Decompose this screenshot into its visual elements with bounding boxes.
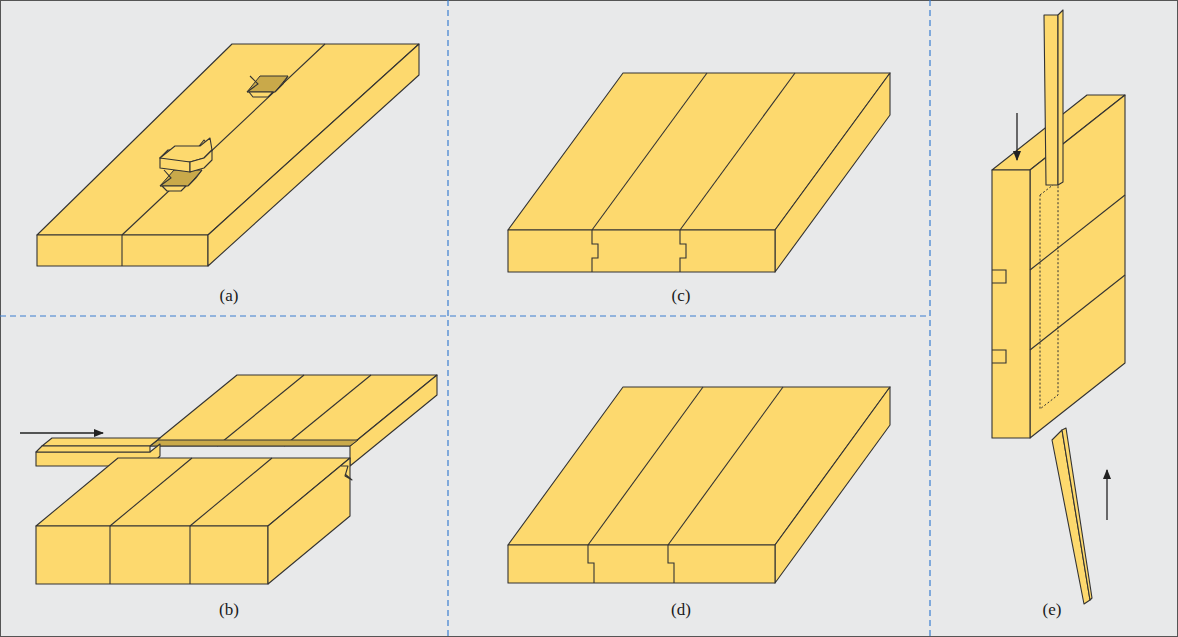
shiplap-boards bbox=[508, 387, 890, 583]
panel-label: (a) bbox=[220, 286, 239, 306]
panel-dividers bbox=[0, 0, 930, 637]
panel-label: (b) bbox=[219, 600, 239, 620]
wedged-board-stack bbox=[992, 10, 1125, 604]
butterfly-key-board bbox=[37, 44, 419, 266]
tongue-groove-boards bbox=[508, 73, 890, 272]
panel-label: (d) bbox=[671, 600, 691, 620]
panel-label: (c) bbox=[672, 286, 691, 306]
sliding-dovetail-boards bbox=[20, 375, 437, 584]
panel-label: (e) bbox=[1043, 600, 1062, 620]
